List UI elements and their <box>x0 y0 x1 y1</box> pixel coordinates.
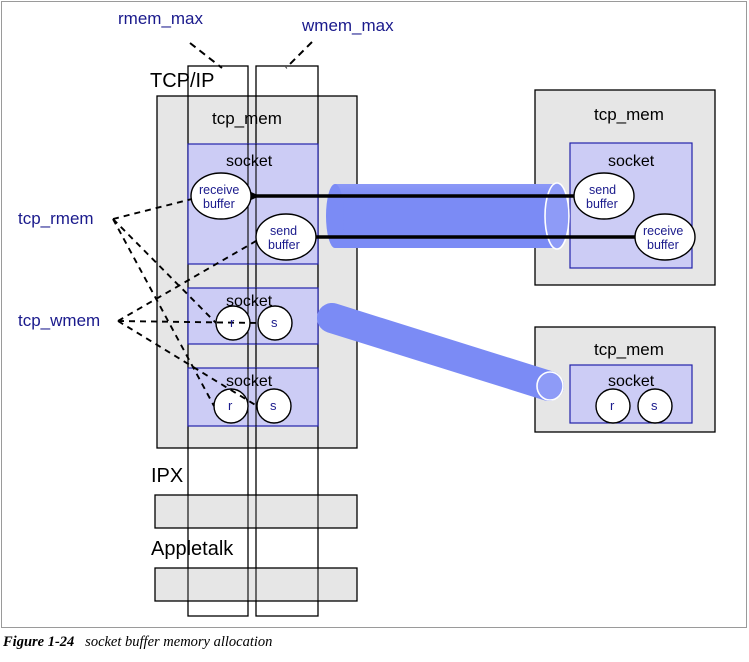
remote2-receive-buffer <box>595 388 631 424</box>
leader-lines-tcp-rmem <box>112 198 217 407</box>
figure-caption-text: socket buffer memory allocation <box>85 634 273 650</box>
remote-host-1-tcp-mem-label: tcp_mem <box>594 105 664 124</box>
local-tcp-mem-label: tcp_mem <box>212 109 282 128</box>
local-send-buffer-3 <box>256 388 292 424</box>
remote-send-buffer <box>573 172 635 220</box>
data-flow-arrows <box>251 192 656 241</box>
horizontal-connection-pipe <box>326 182 570 250</box>
remote-send-buffer-line1: send <box>589 183 617 197</box>
remote-host-1-socket-label: socket <box>608 153 655 170</box>
local-receive-buffer-1-line2: buffer <box>203 197 235 211</box>
label-tcp-wmem: tcp_wmem <box>18 311 101 330</box>
remote2-send-buffer-short: s <box>651 398 658 413</box>
local-send-buffer-1-line1: send <box>270 224 298 238</box>
label-rmem-max: rmem_max <box>118 9 204 28</box>
label-tcp-rmem: tcp_rmem <box>18 209 94 228</box>
remote2-receive-buffer-short: r <box>610 398 615 413</box>
local-receive-buffer-1 <box>190 172 252 220</box>
remote-host-2-tcp-mem <box>534 326 716 433</box>
figure-caption: Figure 1-24 socket buffer memory allocat… <box>3 634 272 651</box>
local-send-buffer-1-line2: buffer <box>268 238 300 252</box>
diagonal-connection-pipe <box>317 303 564 401</box>
leader-line-rmem-max <box>189 42 223 69</box>
remote-receive-buffer <box>634 213 696 261</box>
local-receive-buffer-1-line1: receive <box>199 183 240 197</box>
leader-line-wmem-max <box>285 41 313 69</box>
remote-send-buffer-line2: buffer <box>586 197 618 211</box>
layer-label-ipx: IPX <box>151 465 184 487</box>
local-socket-2-label: socket <box>226 293 273 310</box>
local-send-buffer-3-short: s <box>270 398 277 413</box>
local-receive-buffer-2-short: r <box>230 315 235 330</box>
layer-label-appletalk: Appletalk <box>151 538 234 560</box>
ipx-layer-bars <box>154 494 358 602</box>
leader-lines-tcp-wmem <box>117 240 259 407</box>
local-send-buffer-2 <box>257 305 293 341</box>
local-socket-3-label: socket <box>226 373 273 390</box>
layer-label-tcpip: TCP/IP <box>150 70 215 92</box>
local-receive-buffer-3-short: r <box>228 398 233 413</box>
label-wmem-max: wmem_max <box>302 16 394 35</box>
remote-host-2-tcp-mem-label: tcp_mem <box>594 340 664 359</box>
local-socket-1-label: socket <box>226 153 273 170</box>
remote-receive-buffer-line2: buffer <box>647 238 679 252</box>
remote-receive-buffer-line1: receive <box>643 224 684 238</box>
local-send-buffer-2-short: s <box>271 315 278 330</box>
local-send-buffer-1 <box>255 213 317 261</box>
figure-number: Figure 1-24 <box>3 634 75 650</box>
remote2-send-buffer <box>637 388 673 424</box>
remote-host-2-socket-label: socket <box>608 373 655 390</box>
